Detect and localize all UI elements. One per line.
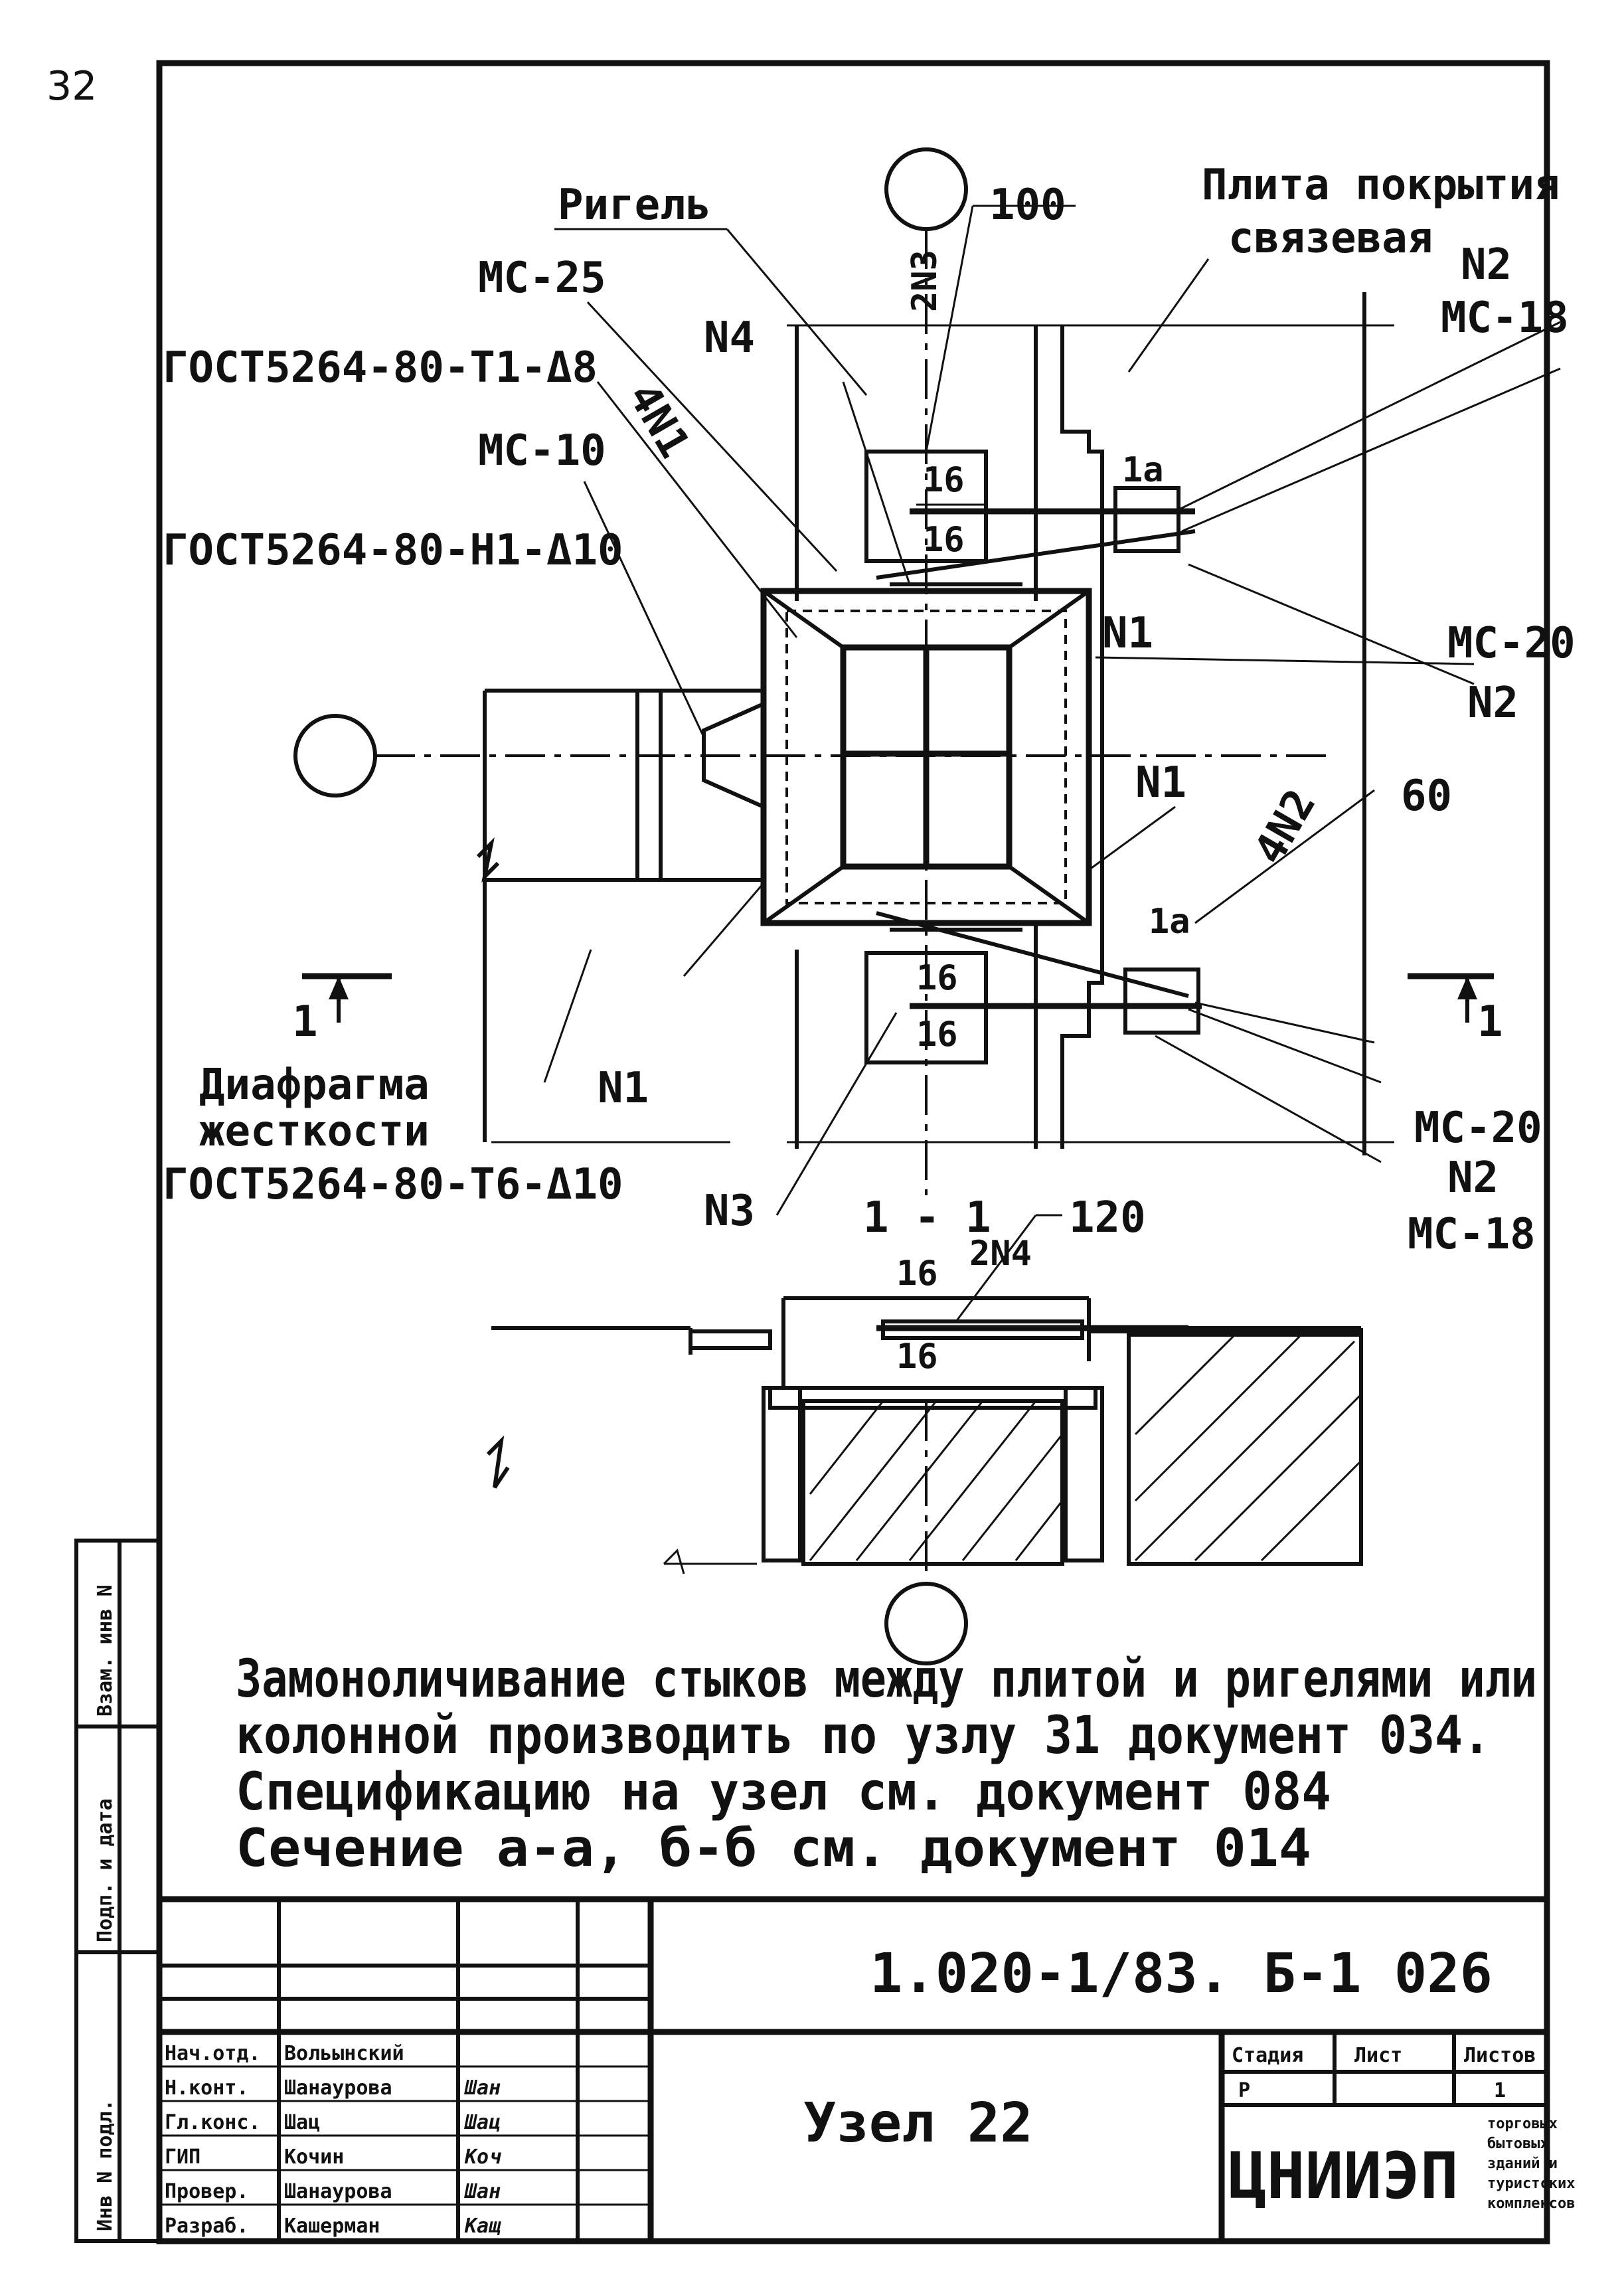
side-stamp-cell-2: Подп. и дата [94, 1798, 117, 1942]
role-6: Разраб. [165, 2215, 248, 2238]
side-stamp: Взам. инв N Подп. и дата Инв N подл. [74, 1539, 161, 2243]
label-mc20-bot: МС-20 [1414, 1104, 1542, 1153]
org-sub-4: туристских [1487, 2175, 1575, 2192]
label-4n2: 4N2 [1245, 782, 1326, 873]
slab-section [1127, 1333, 1363, 1566]
label-4n1: 4N1 [618, 375, 699, 466]
label-plate-2: связевая [1228, 214, 1433, 263]
label-diaphragm-2: жесткости [199, 1107, 430, 1156]
note-line-1: Замоноличивание стыков между плитой и ри… [236, 1649, 1537, 1709]
side-stamp-cell-3: Инв N подл. [94, 2099, 117, 2231]
label-1a-bot: 1a [1149, 902, 1190, 942]
person-1: Вольынский [284, 2042, 404, 2065]
label-n3: N3 [704, 1187, 755, 1236]
label-dim16-7: 16 [896, 1254, 938, 1294]
signature-4: Коч [464, 2146, 501, 2169]
label-gost3: ГОСТ5264-80-Т6-Δ10 [163, 1160, 623, 1209]
notes-block: Замоноличивание стыков между плитой и ри… [236, 1649, 1537, 1879]
sheet-header: Лист [1354, 2044, 1402, 2067]
label-2n4: 2N4 [969, 1234, 1032, 1274]
label-gost1: ГОСТ5264-80-Т1-Δ8 [163, 343, 598, 392]
label-n1-left: N1 [598, 1064, 649, 1113]
person-3: Шац [284, 2111, 320, 2134]
label-dim16-8: 16 [896, 1337, 938, 1377]
signature-6: Кащ [464, 2215, 501, 2238]
label-rigel: Ригель [558, 181, 711, 230]
title-block: 1.020-1/83. Б-1 026 Узел 22 Нач.отд. Вол… [159, 1896, 1575, 2241]
label-mc10: МС-10 [478, 426, 606, 475]
label-2n3: 2N3 [905, 250, 945, 312]
label-mc20-top: МС-20 [1447, 619, 1576, 668]
org-sub-5: комплексов [1487, 2195, 1575, 2212]
label-dim16-4: 16 [916, 1015, 958, 1054]
sheet-frame [156, 60, 1550, 2244]
drawing-name: Узел 22 [803, 2092, 1033, 2155]
section-mark-right-label: 1 [1477, 997, 1503, 1047]
label-dim60: 60 [1401, 772, 1452, 821]
label-mc25: МС-25 [478, 254, 606, 303]
role-5: Провер. [165, 2180, 248, 2203]
label-n4: N4 [704, 313, 755, 363]
sheets-header: Листов [1464, 2044, 1536, 2067]
org-sub-1: торговых [1487, 2116, 1558, 2132]
label-n2-mid: N2 [1467, 679, 1518, 728]
plan-view: 1 1 [292, 147, 1561, 1216]
axis-marker-top [884, 147, 968, 231]
label-mc18-top: МС-18 [1441, 294, 1569, 343]
label-plate-1: Плита покрытия [1202, 161, 1560, 210]
label-n1-mid: N1 [1135, 758, 1186, 807]
label-n2-bot: N2 [1447, 1153, 1499, 1203]
signature-5: Шан [464, 2180, 501, 2203]
label-n2-top: N2 [1461, 240, 1512, 290]
note-line-3: Спецификацию на узел см. документ 084 [236, 1762, 1331, 1822]
role-3: Гл.конс. [165, 2111, 261, 2134]
label-dim16-3: 16 [916, 958, 958, 998]
axis-marker-bottom [884, 1582, 968, 1665]
label-dim16-2: 16 [923, 520, 965, 560]
axis-marker-left [293, 714, 377, 798]
stage-value: Р [1238, 2079, 1250, 2102]
person-5: Шанаурова [284, 2180, 392, 2203]
org-sub-3: зданий и [1487, 2155, 1558, 2172]
concrete-core [801, 1399, 1064, 1566]
role-2: Н.конт. [165, 2076, 248, 2100]
label-gost2: ГОСТ5264-80-Н1-Δ10 [163, 526, 623, 575]
person-6: Кашерман [284, 2215, 380, 2238]
section-mark-left-label: 1 [292, 997, 318, 1047]
signature-2: Шан [464, 2076, 501, 2100]
label-n1-right: N1 [1102, 609, 1153, 658]
sheets-value: 1 [1494, 2079, 1506, 2102]
page-number: 32 [46, 63, 97, 110]
person-2: Шанаурова [284, 2076, 392, 2100]
org-sub-2: бытовых [1487, 2136, 1549, 2152]
role-4: ГИП [165, 2146, 201, 2169]
note-line-2: колонной производить по узлу 31 документ… [236, 1706, 1491, 1766]
drawing-code: 1.020-1/83. Б-1 026 [870, 1942, 1493, 2005]
signature-3: Шац [464, 2111, 501, 2134]
label-dim16-1: 16 [923, 460, 965, 500]
person-4: Кочин [284, 2146, 344, 2169]
section-1-1: 1 - 1 2N4 120 16 16 [486, 1193, 1363, 1665]
role-1: Нач.отд. [165, 2042, 261, 2065]
note-line-4: Сечение а-а, б-б см. документ 014 [236, 1819, 1311, 1879]
stage-header: Стадия [1232, 2044, 1303, 2067]
label-mc18-bot: МС-18 [1408, 1210, 1536, 1259]
label-diaphragm-1: Диафрагма [199, 1060, 430, 1110]
label-dim120: 120 [1069, 1193, 1146, 1242]
section-title: 1 - 1 [863, 1193, 991, 1242]
side-stamp-cell-1: Взам. инв N [94, 1584, 117, 1717]
org-name: ЦНИИЭП [1228, 2139, 1459, 2213]
label-dim-100: 100 [989, 181, 1066, 230]
label-1a-top: 1a [1122, 450, 1164, 490]
